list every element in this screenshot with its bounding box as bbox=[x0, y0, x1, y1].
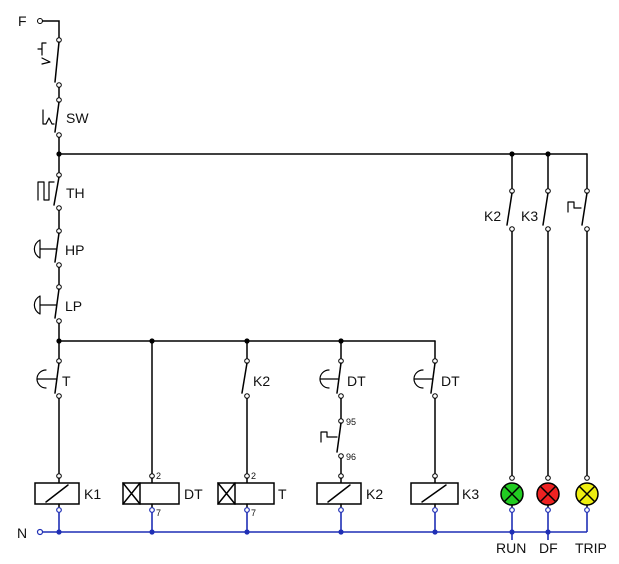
neutral-bus: N bbox=[17, 512, 588, 541]
pin-dt-7: 7 bbox=[156, 508, 161, 518]
phase-terminal-label: F bbox=[18, 13, 27, 29]
dt-contact-2-label: DT bbox=[441, 373, 460, 389]
timer-contact: T bbox=[36, 358, 71, 399]
lamp-supply-bus bbox=[56, 151, 588, 189]
t-contact-label: T bbox=[62, 373, 71, 389]
lamp-df-label: DF bbox=[539, 540, 558, 556]
coil-k1: K1 bbox=[34, 473, 101, 513]
emergency-stop-contact bbox=[37, 37, 62, 88]
k2-contact-label: K2 bbox=[253, 373, 270, 389]
lamp-df: DF bbox=[536, 475, 560, 556]
lamp-trip: TRIP bbox=[575, 475, 607, 556]
sw-contact: SW bbox=[42, 97, 89, 138]
main-line: F SW TH bbox=[18, 13, 89, 474]
overload-contact: 95 96 bbox=[320, 417, 356, 474]
th-label: TH bbox=[66, 185, 85, 201]
coil-t-label: T bbox=[278, 486, 287, 502]
dt-contact-1-label: DT bbox=[347, 373, 366, 389]
trip-contact bbox=[567, 188, 590, 476]
neutral-terminal-label: N bbox=[17, 525, 27, 541]
pin-t-7: 7 bbox=[251, 508, 256, 518]
lamp-run-label: RUN bbox=[496, 540, 526, 556]
coil-dt: 2 7 DT bbox=[122, 471, 203, 518]
k3-aux-contact: K3 bbox=[521, 188, 551, 476]
pin-dt-2: 2 bbox=[156, 471, 161, 481]
low-pressure-contact: LP bbox=[33, 284, 82, 324]
sw-label: SW bbox=[66, 110, 89, 126]
lamp-run: RUN bbox=[496, 475, 526, 556]
pin-95: 95 bbox=[346, 417, 356, 427]
hp-label: HP bbox=[65, 242, 84, 258]
coil-k2: K2 bbox=[316, 473, 383, 513]
thermal-contact: TH bbox=[37, 172, 85, 211]
coil-k2-label: K2 bbox=[366, 486, 383, 502]
k3-aux-label: K3 bbox=[521, 208, 538, 224]
high-pressure-contact: HP bbox=[33, 228, 84, 268]
coil-k3-label: K3 bbox=[462, 486, 479, 502]
k2-aux-label: K2 bbox=[484, 208, 501, 224]
coil-k3: K3 bbox=[410, 473, 479, 513]
k2-contact: K2 bbox=[241, 358, 270, 474]
pin-t-2: 2 bbox=[251, 471, 256, 481]
lp-label: LP bbox=[65, 298, 82, 314]
lamp-trip-label: TRIP bbox=[575, 540, 607, 556]
dt-contact-2: DT bbox=[413, 358, 460, 474]
coil-dt-label: DT bbox=[184, 486, 203, 502]
coil-k1-label: K1 bbox=[84, 486, 101, 502]
coil-t: 2 7 T bbox=[217, 471, 287, 518]
k2-aux-contact: K2 bbox=[484, 188, 515, 476]
pin-96: 96 bbox=[346, 452, 356, 462]
control-bus bbox=[56, 338, 436, 474]
dt-contact-1: DT bbox=[319, 358, 366, 419]
